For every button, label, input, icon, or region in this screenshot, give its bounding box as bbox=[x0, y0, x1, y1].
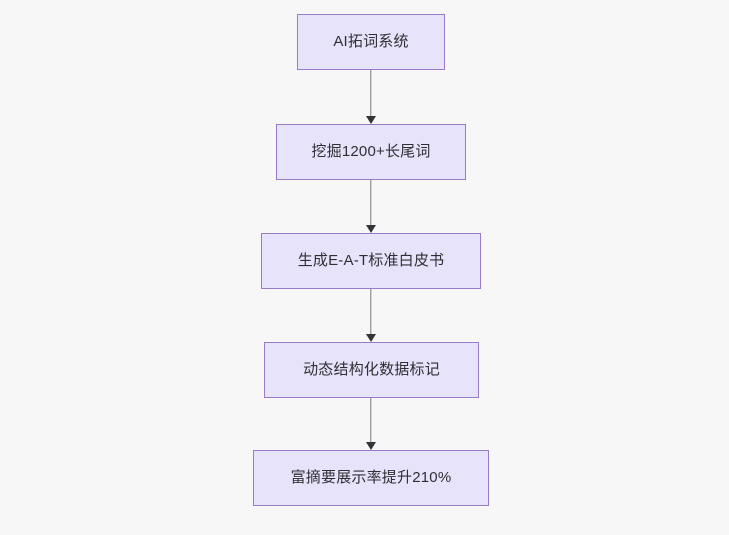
node-label: 富摘要展示率提升210% bbox=[290, 469, 452, 486]
arrowhead-down-icon bbox=[366, 334, 376, 342]
node-label: 生成E-A-T标准白皮书 bbox=[297, 252, 445, 269]
flowchart-node-n1[interactable]: AI拓词系统 bbox=[297, 14, 445, 70]
flowchart-node-n3[interactable]: 生成E-A-T标准白皮书 bbox=[261, 233, 481, 289]
arrowhead-down-icon bbox=[366, 116, 376, 124]
flowchart-node-n5[interactable]: 富摘要展示率提升210% bbox=[253, 450, 489, 506]
node-label: 挖掘1200+长尾词 bbox=[311, 143, 431, 160]
flowchart-node-n2[interactable]: 挖掘1200+长尾词 bbox=[276, 124, 466, 180]
arrowhead-down-icon bbox=[366, 225, 376, 233]
node-label: 动态结构化数据标记 bbox=[303, 361, 440, 378]
edge-line bbox=[370, 180, 372, 225]
arrowhead-down-icon bbox=[366, 442, 376, 450]
node-label: AI拓词系统 bbox=[333, 33, 409, 50]
edge-line bbox=[370, 289, 372, 334]
flowchart-node-n4[interactable]: 动态结构化数据标记 bbox=[264, 342, 479, 398]
edge-line bbox=[370, 398, 372, 442]
edge-line bbox=[370, 70, 372, 116]
